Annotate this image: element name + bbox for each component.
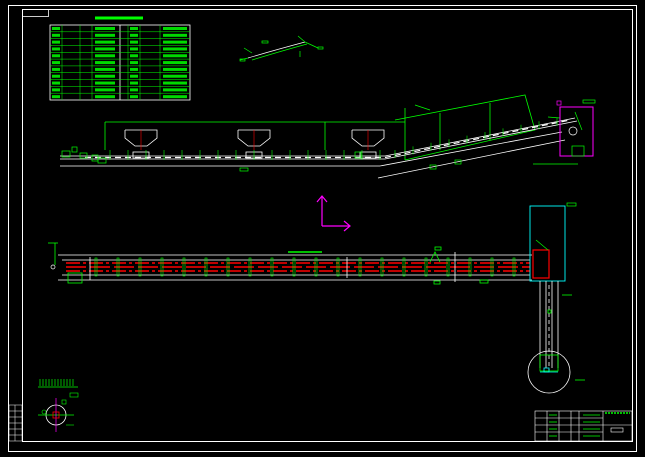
take-up-tower <box>527 281 585 394</box>
table-cell-text <box>95 33 115 37</box>
idler-marker <box>116 257 120 277</box>
hopper <box>351 129 385 159</box>
notes-table <box>49 16 191 101</box>
idler-marker <box>336 257 340 277</box>
table-cell-text <box>95 74 115 78</box>
belt-profile-detail <box>239 35 324 62</box>
idler-marker <box>292 257 296 277</box>
table-cell-text <box>95 27 115 30</box>
table-cell-text <box>163 88 187 92</box>
plan-view <box>48 202 585 394</box>
table-cell-text <box>52 88 60 92</box>
table-cell-text <box>95 88 115 92</box>
table-cell-text <box>95 67 115 71</box>
table-cell-text <box>52 40 60 44</box>
idler-marker <box>402 257 406 277</box>
idler-marker <box>270 257 274 277</box>
table-cell-text <box>95 47 115 51</box>
idler-marker <box>446 257 450 277</box>
idler-marker <box>182 257 186 277</box>
table-cell-text <box>163 61 187 65</box>
idler-marker <box>138 257 142 277</box>
table-cell-text <box>130 74 138 78</box>
elevation-view <box>60 94 596 179</box>
table-cell-text <box>130 54 138 58</box>
table-cell-text <box>163 95 187 99</box>
table-cell-text <box>163 40 187 44</box>
table-cell-text <box>95 40 115 44</box>
idler-marker <box>468 257 472 277</box>
table-cell-text <box>130 61 138 65</box>
table-cell-text <box>95 95 115 99</box>
idler-marker <box>424 257 428 277</box>
table-cell-text <box>130 33 138 37</box>
table-cell-text <box>52 54 60 58</box>
table-cell-text <box>163 27 187 30</box>
idler-marker <box>248 257 252 277</box>
idler-marker <box>358 257 362 277</box>
table-cell-text <box>130 47 138 51</box>
pulley-detail <box>38 379 79 432</box>
table-cell-text <box>163 33 187 37</box>
table-cell-text <box>52 81 60 85</box>
table-cell-text <box>52 47 60 51</box>
table-cell-text <box>130 88 138 92</box>
table-cell-text <box>52 74 60 78</box>
idler-marker <box>94 257 98 277</box>
sheet-outer-border <box>8 5 637 452</box>
head-drive-unit <box>556 99 596 157</box>
idler-marker <box>490 257 494 277</box>
table-cell-text <box>52 95 60 99</box>
drawing-frame <box>22 9 633 442</box>
table-cell-text <box>52 27 60 30</box>
table-cell-text <box>130 81 138 85</box>
table-cell-text <box>52 67 60 71</box>
table-cell-text <box>163 54 187 58</box>
table-cell-text <box>130 40 138 44</box>
idler-marker <box>226 257 230 277</box>
idler-marker <box>512 257 516 277</box>
hopper <box>124 129 158 159</box>
table-cell-text <box>95 54 115 58</box>
table-cell-text <box>163 81 187 85</box>
table-cell-text <box>163 47 187 51</box>
table-cell-text <box>95 61 115 65</box>
table-cell-text <box>163 67 187 71</box>
ucs-icon <box>316 195 351 232</box>
table-cell-text <box>130 67 138 71</box>
drive-assembly-plan <box>529 202 577 282</box>
table-cell-text <box>130 95 138 99</box>
revision-strip <box>8 404 23 442</box>
table-cell-text <box>130 27 138 30</box>
table-cell-text <box>52 61 60 65</box>
title-block <box>534 410 633 442</box>
table-cell-text <box>163 74 187 78</box>
idler-marker <box>380 257 384 277</box>
idler-marker <box>204 257 208 277</box>
idler-marker <box>160 257 164 277</box>
idler-marker <box>314 257 318 277</box>
table-cell-text <box>95 81 115 85</box>
drawing-number-box <box>22 9 49 17</box>
table-cell-text <box>52 33 60 37</box>
